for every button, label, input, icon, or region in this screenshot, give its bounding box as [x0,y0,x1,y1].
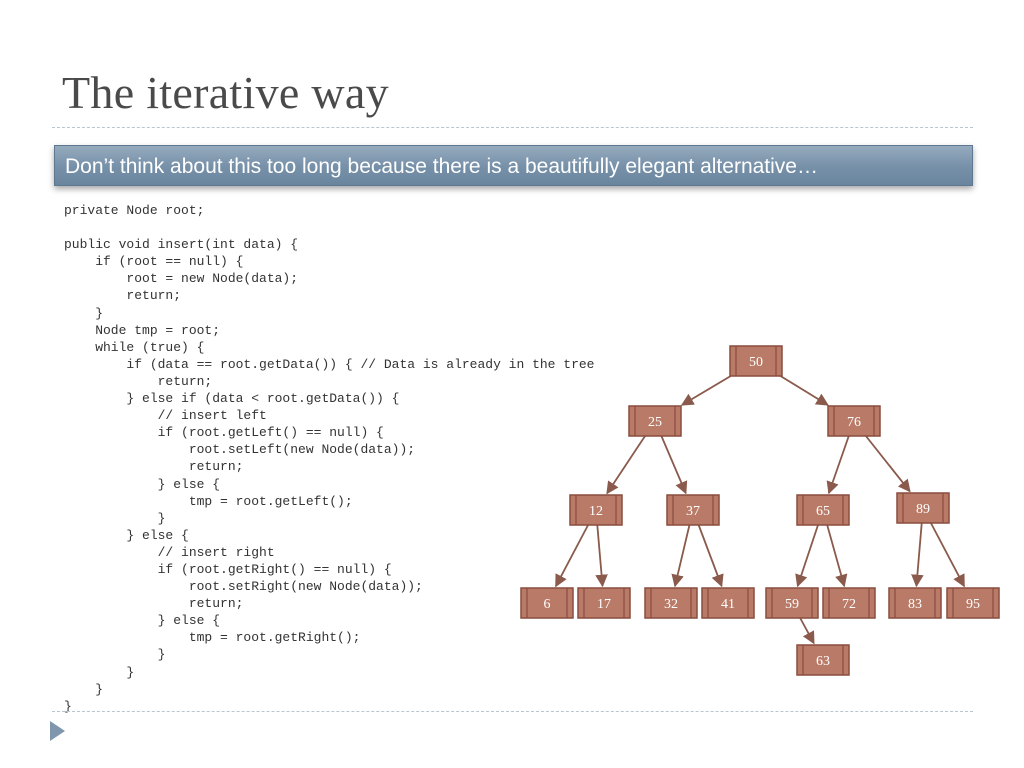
tree-node-89: 89 [896,492,950,524]
code-line: tmp = root.getRight(); [64,630,361,646]
tree-node-37: 37 [666,494,720,526]
code-line: } else { [64,613,221,629]
code-line: } else { [64,527,189,543]
footer-divider [52,711,973,712]
tree-node-label: 89 [916,502,930,517]
tree-node-32: 32 [644,587,698,619]
code-line: } [64,664,135,680]
code-line: return; [64,459,244,475]
code-line: // insert left [64,408,267,424]
tree-edge-65-59 [795,524,819,588]
tree-node-label: 83 [908,597,922,612]
code-line: } [64,510,166,526]
tree-edge-76-65 [826,435,850,495]
code-line: tmp = root.getLeft(); [64,493,353,509]
code-line: return; [64,596,244,612]
code-line: if (root.getRight() == null) { [64,561,392,577]
tree-node-label: 12 [589,504,603,519]
code-line: private Node root; [64,203,205,218]
tree-node-label: 25 [648,415,662,430]
code-line: if (root.getLeft() == null) { [64,425,384,441]
code-line: } else if (data < root.getData()) { [64,391,400,407]
tree-edge-25-12 [606,435,646,495]
tree-node-label: 41 [721,597,735,612]
tree-node-label: 37 [686,504,700,519]
tree-node-6: 6 [520,587,574,619]
tree-edge-37-41 [697,524,724,588]
code-line: public void insert(int data) { [64,237,299,253]
code-line: while (true) { [64,339,205,355]
tree-edge-50-25 [680,375,732,406]
tree-edge-25-37 [660,435,688,495]
tree-edge-65-72 [826,524,848,588]
callout-banner: Don’t think about this too long because … [54,145,973,186]
code-line: root.setRight(new Node(data)); [64,579,423,595]
tree-edge-76-89 [865,435,911,493]
tree-node-12: 12 [569,494,623,526]
code-line: } [64,305,104,321]
tree-node-label: 59 [785,597,799,612]
tree-edge-12-6 [555,524,589,588]
tree-node-label: 95 [966,597,980,612]
code-line: root.setLeft(new Node(data)); [64,442,416,458]
tree-edge-50-76 [780,375,829,406]
tree-node-25: 25 [628,405,682,437]
tree-edge-89-83 [911,522,924,588]
code-block: private Node root; public void insert(in… [64,202,595,715]
tree-node-label: 32 [664,597,678,612]
code-line: return; [64,288,182,304]
code-line: if (data == root.getData()) { // Data is… [64,356,595,372]
tree-node-label: 6 [544,597,551,612]
tree-node-17: 17 [577,587,631,619]
code-line: } else { [64,476,221,492]
tree-node-63: 63 [796,644,850,676]
slide-title: The iterative way [62,67,389,118]
tree-node-label: 65 [816,504,830,519]
tree-node-76: 76 [827,405,881,437]
tree-node-83: 83 [888,587,942,619]
code-line: } [64,647,166,663]
tree-node-50: 50 [729,345,783,377]
tree-node-65: 65 [796,494,850,526]
tree-node-label: 17 [597,597,611,612]
code-line: root = new Node(data); [64,271,299,287]
tree-node-59: 59 [765,587,819,619]
code-line: } [64,698,72,714]
code-line: Node tmp = root; [64,322,221,338]
tree-node-label: 72 [842,597,856,612]
code-line: if (root == null) { [64,254,244,270]
tree-node-label: 76 [847,415,861,430]
tree-node-95: 95 [946,587,1000,619]
tree-node-label: 50 [749,355,763,370]
code-line: // insert right [64,544,275,560]
slide-bullet-triangle-icon [50,721,65,741]
code-line: } [64,681,104,697]
tree-edge-37-32 [671,524,691,588]
tree-edge-12-17 [595,524,608,588]
tree-edge-59-63 [799,617,815,645]
tree-node-label: 63 [816,654,830,669]
tree-edge-89-95 [930,522,965,588]
tree-node-72: 72 [822,587,876,619]
title-divider [52,127,973,128]
code-line: return; [64,373,213,389]
tree-node-41: 41 [701,587,755,619]
